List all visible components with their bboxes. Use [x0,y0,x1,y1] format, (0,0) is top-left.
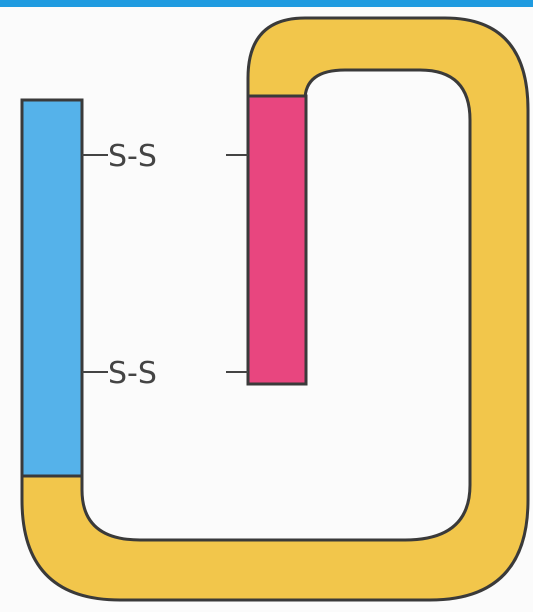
pink-chain [248,96,306,384]
disulfide-bond-label: S-S [108,356,157,391]
disulfide-bond-lower: S-S [82,356,248,391]
disulfide-bond-upper: S-S [82,139,248,174]
disulfide-bond-label: S-S [108,139,157,174]
blue-chain [22,100,82,476]
